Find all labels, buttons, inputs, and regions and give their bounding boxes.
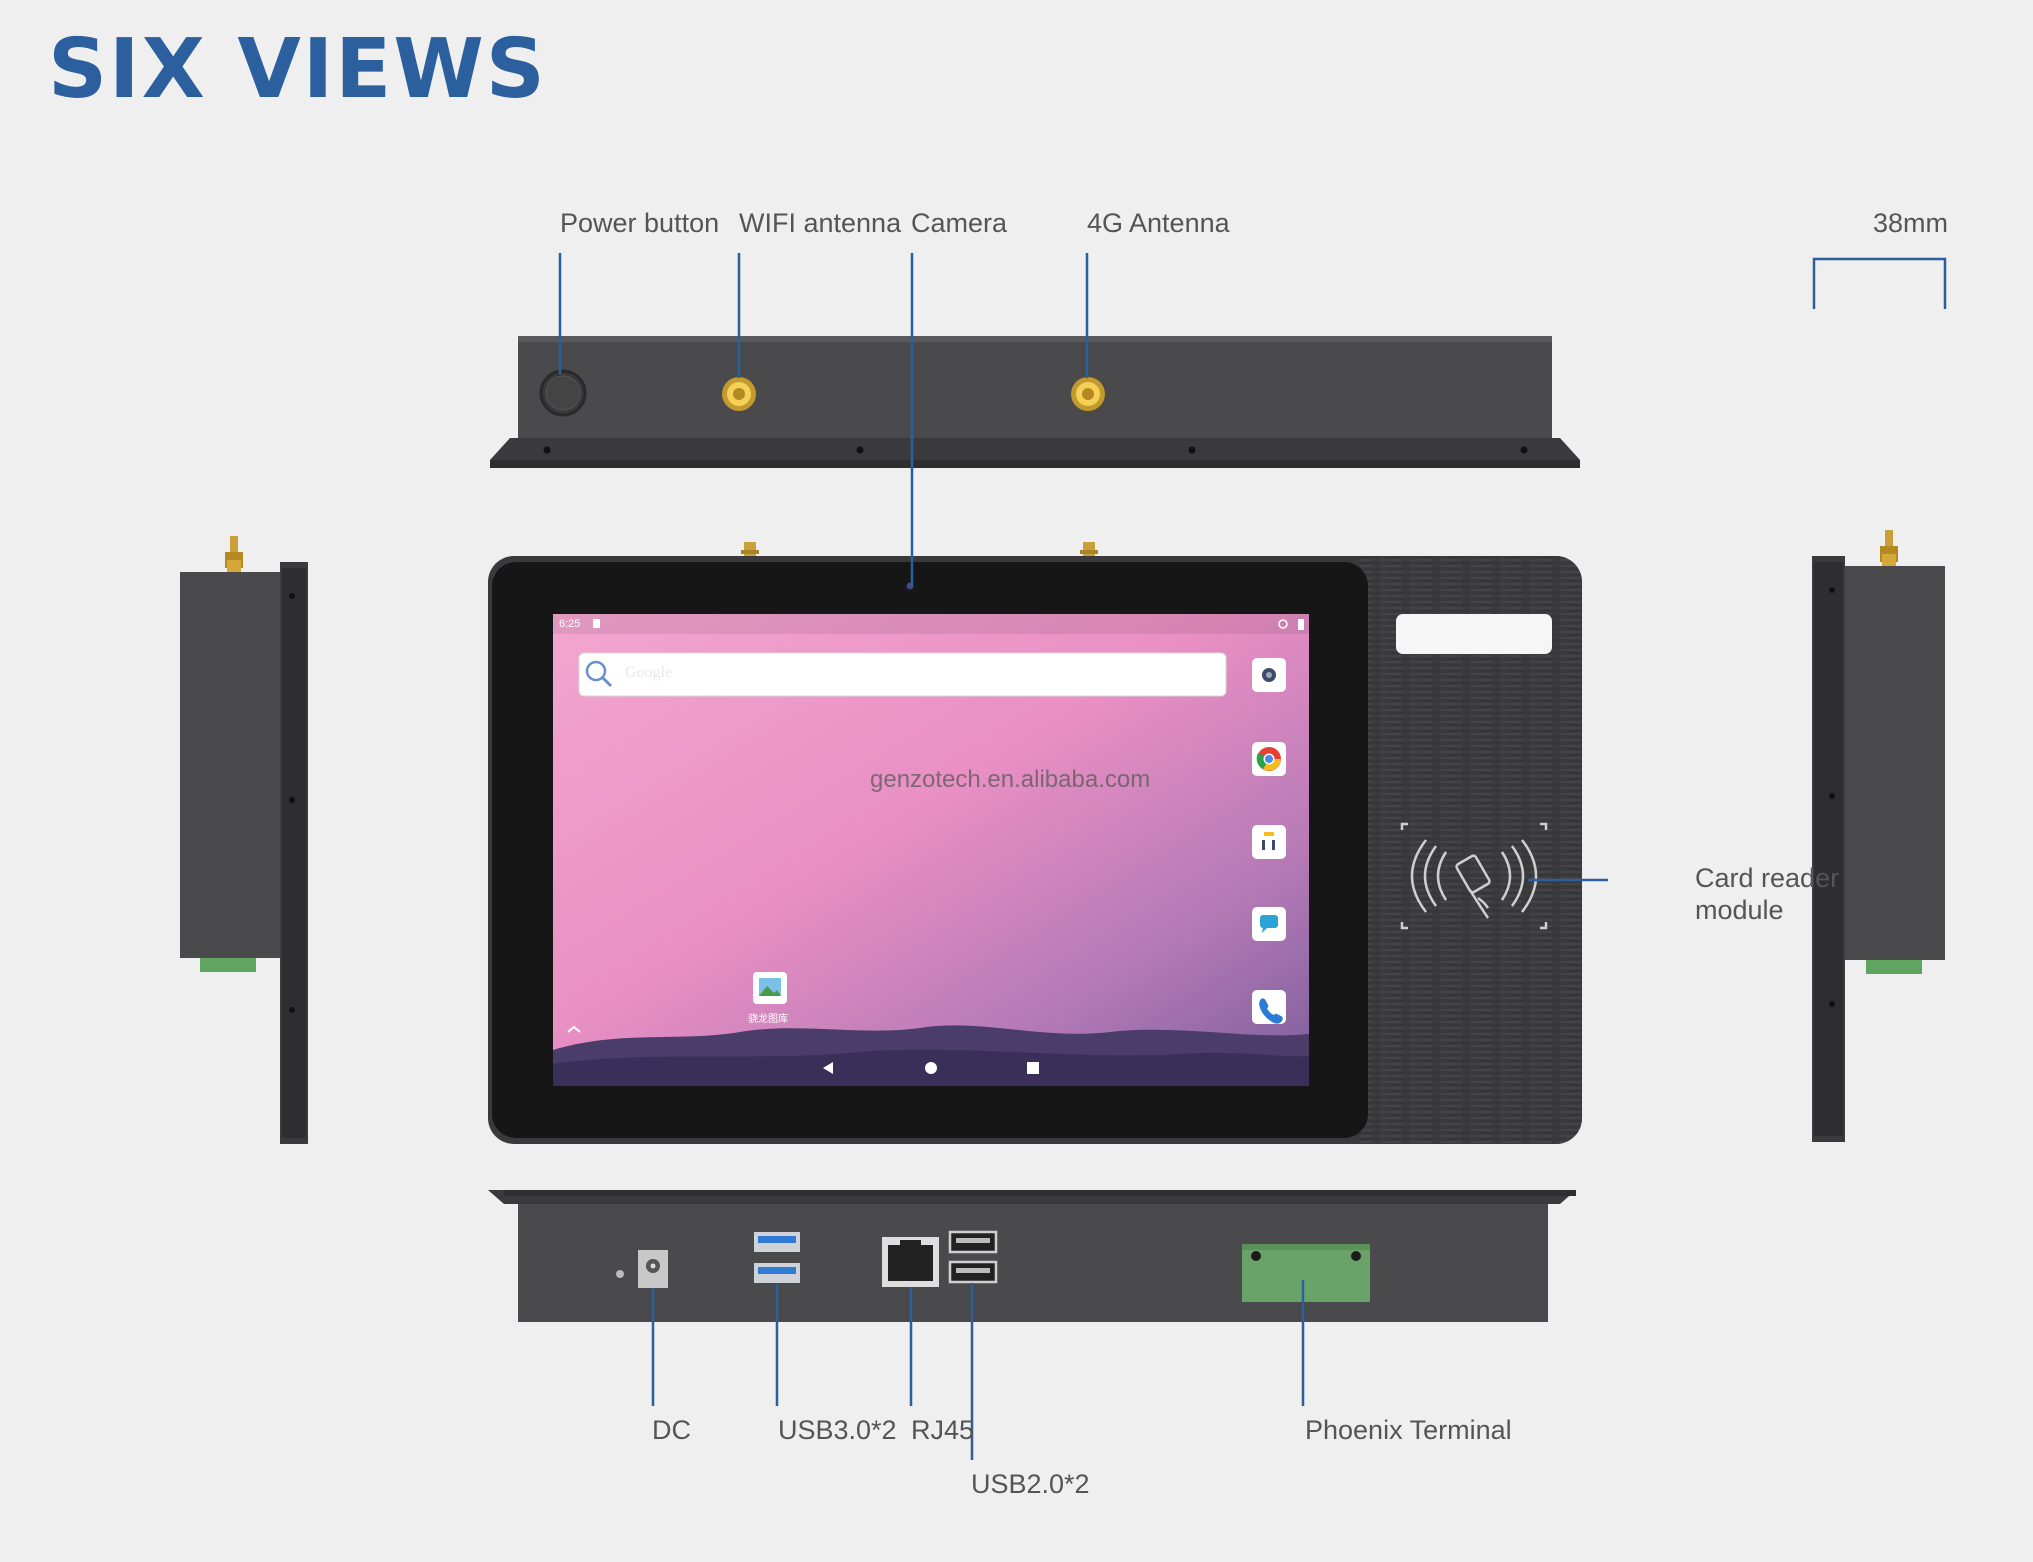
right-side-view xyxy=(1812,530,1945,1142)
power-button-label: Power button xyxy=(560,208,720,238)
screen-gallery-app-icon xyxy=(753,972,787,1004)
left-side-view xyxy=(180,536,308,1144)
screen-back-icon xyxy=(823,1062,833,1074)
wifi-antenna-label: WIFI antenna xyxy=(739,208,902,238)
camera-label: Camera xyxy=(911,208,1008,238)
rj45-port-icon xyxy=(882,1237,939,1287)
top-view xyxy=(490,336,1580,468)
4g-antenna-label: 4G Antenna xyxy=(1087,208,1230,238)
card-reader-label-2: module xyxy=(1695,895,1784,925)
usb20-ports-icon xyxy=(948,1230,998,1284)
nfc-card-reader-icon xyxy=(1400,822,1548,930)
card-reader-label: Card reader xyxy=(1695,863,1840,893)
bottom-housing xyxy=(518,1204,1548,1322)
page-title: SIX VIEWS xyxy=(48,22,547,117)
right-housing xyxy=(1843,566,1945,960)
leader-lines xyxy=(558,253,1947,1460)
usb30-ports-icon xyxy=(754,1232,800,1283)
usb20-label: USB2.0*2 xyxy=(971,1469,1090,1499)
usb30-label: USB3.0*2 xyxy=(778,1415,897,1445)
logo-label-plate xyxy=(1396,614,1552,654)
dc-jack-icon xyxy=(638,1250,668,1288)
depth-label: 38mm xyxy=(1873,208,1949,238)
bottom-view xyxy=(488,1190,1576,1322)
front-view xyxy=(488,542,1582,1144)
screen-home-icon xyxy=(925,1062,937,1074)
wifi-antenna-connector-icon xyxy=(722,377,756,411)
screen-messages-app-icon xyxy=(1252,907,1286,941)
top-bezel-flange xyxy=(490,438,1580,460)
screen-recents-icon xyxy=(1027,1062,1039,1074)
4g-antenna-connector-icon xyxy=(1071,377,1105,411)
screen-search-placeholder: Google xyxy=(625,664,673,681)
dc-label: DC xyxy=(652,1415,691,1445)
screen-gallery-label: 骁龙图库 xyxy=(748,1014,788,1025)
top-housing xyxy=(518,336,1552,440)
watermark-text: genzotech.en.alibaba.com xyxy=(870,766,1151,793)
screen-app-drawer-icon xyxy=(567,1025,581,1033)
screen-chrome-app-icon xyxy=(1252,742,1286,776)
depth-dimension-bracket xyxy=(1812,257,1947,309)
screen-search-bar xyxy=(578,652,1227,697)
screen-phone-app-icon xyxy=(1252,990,1286,1024)
phoenix-terminal-icon xyxy=(1242,1244,1370,1302)
rj45-label: RJ45 xyxy=(911,1415,975,1445)
power-button-icon xyxy=(539,369,587,417)
screen-camera-app-icon xyxy=(1252,658,1286,692)
screen-search-icon xyxy=(585,660,613,688)
screen-contacts-app-icon xyxy=(1252,825,1286,859)
left-housing xyxy=(180,572,282,958)
phoenix-terminal-label: Phoenix Terminal xyxy=(1305,1415,1512,1445)
screen-status-time: 6:25 xyxy=(559,618,581,630)
